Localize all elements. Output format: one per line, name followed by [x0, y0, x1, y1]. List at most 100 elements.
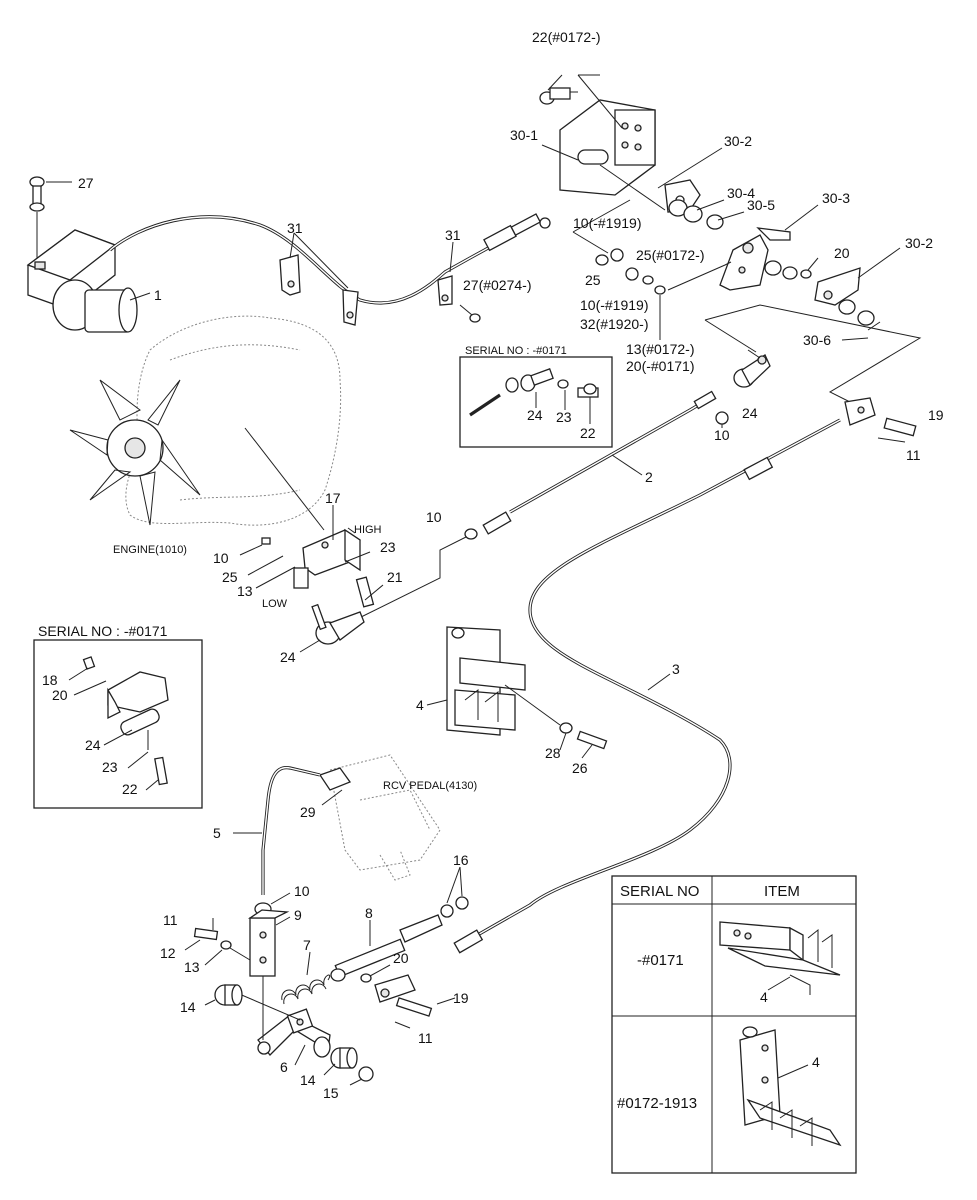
- ring-13: [654, 285, 666, 295]
- washer-30-5: [706, 214, 724, 230]
- clevis-20: [360, 964, 416, 1003]
- label-13-engine: 13: [237, 583, 253, 599]
- lever-30-2-lower: [807, 247, 901, 326]
- pin-12: [184, 918, 219, 951]
- rod-8: [330, 914, 443, 982]
- label-24-right: 24: [742, 405, 758, 421]
- label-11-bottom: 11: [163, 912, 178, 928]
- label-1: 1: [154, 287, 162, 303]
- bolt-22-top: [539, 74, 578, 105]
- serial-table: [611, 875, 857, 1174]
- engine-outline: [69, 315, 342, 531]
- label-2: 2: [645, 469, 653, 485]
- table-header-serial: SERIAL NO: [620, 883, 699, 900]
- label-12: 12: [160, 945, 176, 961]
- label-29: 29: [300, 804, 316, 820]
- cable-31: [108, 213, 551, 326]
- inset-serial-left: [33, 639, 203, 809]
- label-10-right: 10: [714, 427, 730, 443]
- fan: [69, 379, 201, 526]
- label-high: HIGH: [354, 524, 382, 536]
- table-row2-serial: #0172-1913: [617, 1095, 697, 1112]
- label-11-right: 11: [906, 447, 921, 463]
- label-30-1: 30-1: [510, 127, 538, 143]
- label-10-engine: 10: [213, 550, 229, 566]
- lever-17: [293, 505, 361, 589]
- label-31-a: 31: [287, 220, 303, 236]
- inset-left-part-22: 22: [122, 781, 138, 797]
- label-27: 27: [78, 175, 94, 191]
- table-row2-item: 4: [812, 1054, 820, 1070]
- label-22-top: 22(#0172-): [532, 29, 601, 45]
- cable-2: [482, 390, 729, 535]
- inset-left-title: SERIAL NO : -#0171: [38, 623, 168, 639]
- table-row1-serial: -#0171: [637, 952, 684, 969]
- label-10-bottom: 10: [294, 883, 310, 899]
- spacer-30-4: [683, 205, 703, 223]
- rod-end-24-engine: [299, 603, 365, 653]
- label-10-1919-a: 10(-#1919): [573, 215, 642, 231]
- washer-13b: [220, 940, 232, 950]
- lever-30-3: [719, 204, 819, 291]
- inset-serial-small: [459, 356, 613, 448]
- label-24-engine: 24: [280, 649, 296, 665]
- rod-end-24-right: [733, 349, 771, 388]
- cable-3: [453, 397, 876, 954]
- label-25-0172: 25(#0172-): [636, 247, 705, 263]
- label-rcv-pedal: RCV PEDAL(4130): [383, 780, 477, 792]
- label-engine: ENGINE(1010): [113, 544, 187, 556]
- label-32-1920: 32(#1920-): [580, 316, 649, 332]
- bolt-27-0274: [459, 304, 481, 323]
- label-20-bottom: 20: [393, 950, 409, 966]
- label-3: 3: [672, 661, 680, 677]
- inset-small-part-23: 23: [556, 409, 572, 425]
- link-9: [247, 909, 291, 977]
- label-14-b: 14: [300, 1072, 316, 1088]
- label-26: 26: [572, 760, 588, 776]
- label-25-a: 25: [585, 272, 601, 288]
- lever-30-2-upper: [664, 179, 701, 217]
- label-19-bottom: 19: [453, 990, 469, 1006]
- label-30-4: 30-4: [727, 185, 755, 201]
- label-30-6: 30-6: [803, 332, 831, 348]
- lever-6: [229, 976, 331, 1066]
- label-5: 5: [213, 825, 221, 841]
- label-30-2-lower: 30-2: [905, 235, 933, 251]
- bracket-4: [426, 626, 608, 759]
- inset-left-part-23: 23: [102, 759, 118, 775]
- bracket-30-1: [559, 74, 656, 196]
- label-9: 9: [294, 907, 302, 923]
- label-13-bottom: 13: [184, 959, 200, 975]
- nut-10a: [610, 248, 624, 262]
- label-10-mid: 10: [426, 509, 442, 525]
- spring-7: [281, 951, 331, 1005]
- item-4-icon-a: [719, 921, 841, 995]
- bush-14-a: [204, 984, 243, 1006]
- label-17: 17: [325, 490, 341, 506]
- inset-left-part-20: 20: [52, 687, 68, 703]
- bolt-27: [29, 176, 72, 262]
- label-8: 8: [365, 905, 373, 921]
- item-4-icon-b: [739, 1026, 842, 1147]
- label-30-5: 30-5: [747, 197, 775, 213]
- ring-15: [358, 1066, 374, 1082]
- bush-14-b: [323, 1047, 358, 1076]
- callout-labels: 22(#0172-) 27 30-1 30-2 30-4 30-5 30-3 2…: [38, 29, 944, 1112]
- label-25-engine: 25: [222, 569, 238, 585]
- label-19-right: 19: [928, 407, 944, 423]
- label-20-right: 20: [834, 245, 850, 261]
- inset-small-title: SERIAL NO : -#0171: [465, 345, 567, 357]
- table-header-item: ITEM: [764, 883, 800, 900]
- label-11-bottom2: 11: [418, 1030, 433, 1046]
- label-23-engine: 23: [380, 539, 396, 555]
- label-27-0274: 27(#0274-): [463, 277, 532, 293]
- label-13-0172: 13(#0172-): [626, 341, 695, 357]
- actuator-1: [26, 229, 151, 333]
- pin-19-bottom: [394, 997, 456, 1029]
- bolt-21: [355, 576, 384, 608]
- inset-small-part-24: 24: [527, 407, 543, 423]
- label-21: 21: [387, 569, 403, 585]
- label-30-2-upper: 30-2: [724, 133, 752, 149]
- label-14-a: 14: [180, 999, 196, 1015]
